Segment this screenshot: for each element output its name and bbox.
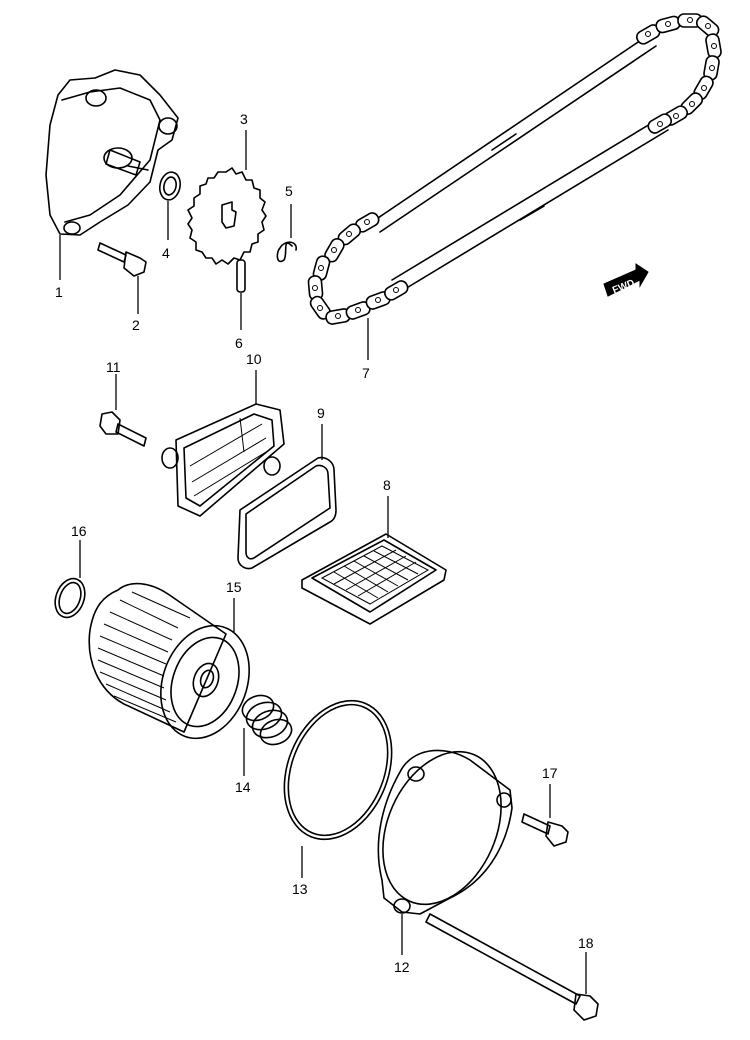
chain-loop-left — [307, 212, 409, 325]
callout-7: 7 — [362, 365, 370, 381]
callout-8: 8 — [383, 477, 391, 493]
callout-9: 9 — [317, 405, 325, 421]
callout-15: 15 — [226, 579, 242, 595]
callout-17: 17 — [542, 765, 558, 781]
pump-bolt — [97, 242, 147, 314]
callout-3: 3 — [240, 111, 248, 127]
thrust-washer — [158, 171, 182, 240]
cap-bolt-long — [425, 913, 599, 1021]
chain-loop-right — [636, 13, 722, 134]
small-o-ring — [54, 540, 86, 619]
oil-strainer — [301, 496, 447, 625]
dowel-pin — [236, 259, 246, 330]
circlip — [276, 204, 297, 263]
callout-2: 2 — [132, 317, 140, 333]
callout-18: 18 — [578, 935, 594, 951]
forward-direction-badge: FWD — [603, 263, 649, 297]
oil-pump-housing — [45, 69, 179, 280]
strainer-mesh — [333, 549, 419, 599]
cover-bolt — [99, 374, 147, 447]
callout-14: 14 — [235, 779, 251, 795]
callout-5: 5 — [285, 183, 293, 199]
callout-4: 4 — [162, 245, 170, 261]
callout-11: 11 — [106, 359, 121, 375]
oil-filter-element — [88, 582, 250, 740]
pump-sprocket — [187, 130, 267, 265]
filter-cap-o-ring — [283, 699, 393, 878]
oil-strainer-cover — [161, 370, 285, 517]
oil-filter-cap — [377, 749, 513, 955]
callout-1: 1 — [55, 284, 63, 300]
callout-13: 13 — [292, 881, 308, 897]
filter-pleats — [97, 591, 191, 723]
drive-chain — [307, 13, 722, 360]
callout-12: 12 — [394, 959, 410, 975]
filter-spring — [241, 694, 293, 776]
strainer-gasket — [237, 424, 337, 570]
callout-6: 6 — [235, 335, 243, 351]
callout-16: 16 — [71, 523, 87, 539]
callout-10: 10 — [246, 351, 262, 367]
cap-bolt-short — [521, 784, 569, 847]
